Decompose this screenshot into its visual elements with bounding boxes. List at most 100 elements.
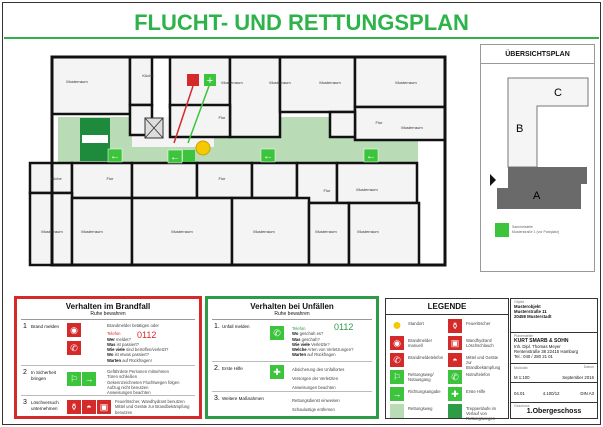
room: [70, 196, 134, 267]
step-text: Anweisungen beachten: [292, 385, 336, 390]
scale-label: Maßstab: [514, 366, 528, 370]
step-text: Feuerlöscher, Wandhydrant benutzen: [115, 399, 185, 404]
legend-item: Notruftelefon: [466, 372, 490, 377]
room-label: Flur: [219, 115, 227, 120]
emergency-number: 0112: [137, 330, 157, 340]
fire-extinguisher-icon: [187, 74, 199, 86]
svg-text:←: ←: [110, 151, 120, 162]
legend-item: Richtungsangabe: [408, 389, 441, 394]
object-name: Musterobjekt: [514, 304, 541, 309]
fire-subtitle: Ruhe bewahren: [21, 311, 195, 320]
legend-item: Standort: [408, 321, 424, 326]
overview-map: C B A Sammelstelle Musterstraße 1 (vor P…: [490, 77, 589, 237]
scale-value: M 1:100: [514, 375, 530, 380]
step-number: 2.: [214, 365, 220, 372]
step-text: Telefon: [107, 331, 121, 337]
revision: 4.100/12: [542, 391, 560, 396]
accident-subtitle: Ruhe bewahren: [212, 311, 372, 320]
page-title: FLUCHT- UND RETTUNGSPLAN: [4, 6, 599, 39]
arrow-right-icon: →: [82, 372, 96, 386]
legend-item: Rettungsweg/ Notausgang: [408, 372, 434, 382]
room-label: Musterraum: [171, 229, 193, 234]
room-label: Flur: [107, 176, 115, 181]
room: [70, 161, 134, 200]
assembly-address: Musterstraße 1 (vor Parkplatz): [512, 230, 559, 234]
room: [130, 161, 199, 200]
room-label: Küche: [142, 73, 154, 78]
room: [347, 201, 421, 267]
step-text: Telefon: [292, 326, 306, 331]
legend-item: Brandmeldetelefon: [408, 355, 444, 360]
room: [50, 55, 132, 116]
legend-item: Feuerlöscher: [466, 321, 491, 326]
room-label: Küche: [50, 176, 62, 181]
plan-number: 04.01: [514, 391, 525, 396]
question-line: Wie viele sind betroffen/verletzt?: [107, 347, 169, 353]
step-number: 1.: [214, 323, 220, 330]
fire-step-2: 2 In Sicherheit bringen ⚐ → Gefährdete P…: [21, 366, 195, 396]
firm-owner: Inh. Dipl. Thomas Meyer: [514, 344, 561, 349]
step-text: Aufzug nicht benutzen: [107, 384, 149, 390]
fire-hose-icon: ▣: [97, 400, 111, 414]
object-city: 20458 Musterstadt: [514, 314, 552, 319]
step-label: In Sicherheit bringen: [31, 370, 57, 381]
svg-text:←: ←: [170, 152, 180, 163]
legend-item: Erste Hilfe: [466, 389, 486, 394]
step-text: Schaulustige entfernen: [292, 407, 335, 412]
room-label: Musterraum: [319, 80, 341, 85]
exit-arrow-left-icon: [363, 148, 379, 163]
object-street: Musterstraße 11: [514, 309, 547, 314]
direction-arrow-icon: →: [390, 387, 404, 401]
overview-title: ÜBERSICHTSPLAN: [481, 45, 594, 64]
room-label: Flur: [324, 188, 332, 193]
assembly-point-icon: [495, 223, 509, 237]
floor-label: Geschoss: [514, 404, 530, 408]
step-text: Gefährdete Personen mitnehmen: [107, 369, 169, 374]
step-text: Mittel und Geräte zur Brandbekämpfung: [115, 404, 190, 410]
question-line: Welche Arten von Verletzungen?: [292, 347, 354, 353]
step-text: Türen schließen: [107, 374, 138, 380]
question-line: Wo geschah es?: [292, 331, 324, 337]
object-label: Objekt: [514, 300, 525, 304]
question-line: Wo ist etwas passiert?: [107, 352, 150, 358]
page-format: DIN A3: [580, 391, 594, 396]
fire-alarm-icon: ◉: [67, 323, 81, 337]
accident-instructions: Verhalten bei Unfällen Ruhe bewahren 1. …: [205, 296, 379, 419]
fire-step-1: 1 Brand melden ◉ ✆ Brandmelder betätigen…: [21, 320, 195, 366]
step-number: 2: [23, 369, 27, 376]
question-line: Wie viele Verletzte?: [292, 341, 330, 347]
building-c: C: [554, 87, 562, 99]
room: [353, 105, 447, 142]
step-text: Gekennzeichneten Fluchtwegen folgen: [107, 379, 180, 385]
emergency-exit-icon: ⚐: [390, 370, 404, 384]
legend-title: LEGENDE: [386, 299, 508, 315]
you-are-here-icon: [195, 140, 211, 156]
legend-item: Brandmelder manuell: [408, 338, 432, 348]
firm-phone: Tel.: 040 / 280 21 01: [514, 354, 553, 359]
fire-extinguisher-icon: ⚱: [448, 319, 462, 333]
step-label: Brand melden: [31, 324, 60, 329]
room-label: Musterraum: [81, 229, 103, 234]
step-number: 1: [23, 323, 27, 330]
step-text: benutzen: [115, 409, 133, 415]
room: [328, 110, 357, 139]
step-label: Löschversuch unternehmen: [31, 400, 59, 411]
location-marker-icon: [490, 174, 496, 186]
fire-title: Verhalten im Brandfall: [65, 302, 151, 311]
room-label: Musterraum: [41, 229, 63, 234]
room-label: Musterraum: [253, 229, 275, 234]
svg-text:←: ←: [263, 151, 273, 162]
room-label: Musterraum: [315, 229, 337, 234]
date-label: Datum: [583, 365, 594, 369]
escape-route-icon: [390, 404, 404, 418]
room: [230, 196, 311, 267]
step-number: 3.: [214, 395, 220, 402]
room-label: Musterraum: [401, 125, 423, 130]
step-label: Erste Hilfe: [222, 366, 243, 371]
step-text: Brandmelder betätigen oder: [107, 323, 159, 328]
room-label: Musterraum: [395, 80, 417, 85]
fire-hose-icon: ▣: [448, 336, 462, 350]
